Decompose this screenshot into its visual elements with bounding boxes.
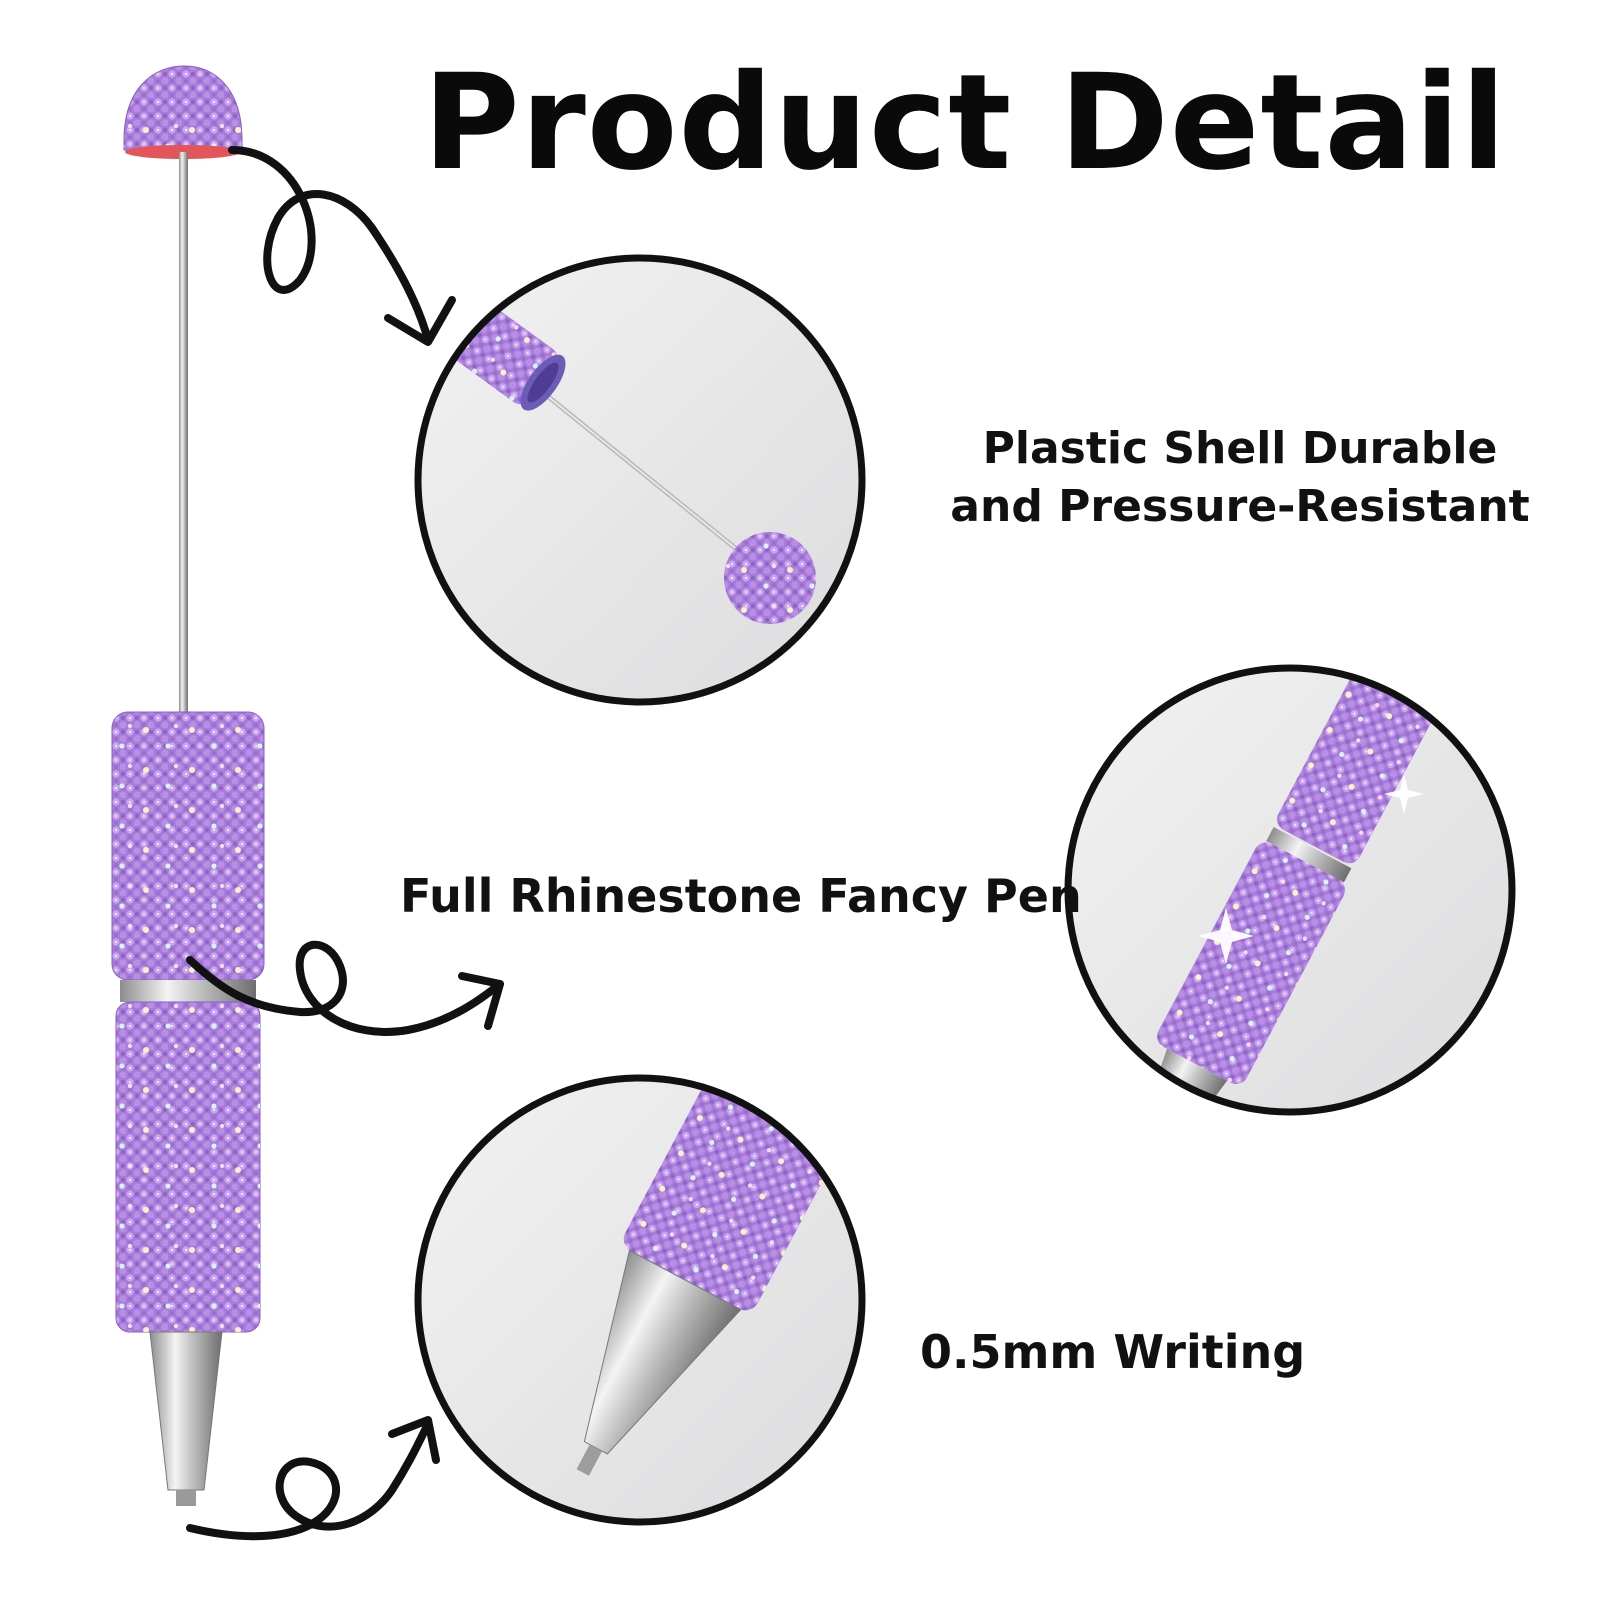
feature-rhinestone-text: Full Rhinestone Fancy Pen xyxy=(400,869,1082,923)
feature-shell-text: Plastic Shell Durable and Pressure-Resis… xyxy=(930,420,1550,536)
barrel-detail-circle xyxy=(1064,664,1516,1116)
page-title: Product Detail xyxy=(422,46,1508,200)
feature-writing-text: 0.5mm Writing xyxy=(920,1325,1306,1379)
cap-detail-circle xyxy=(414,254,866,706)
feature-shell-line2: and Pressure-Resistant xyxy=(950,481,1530,532)
feature-shell-line1: Plastic Shell Durable xyxy=(982,423,1498,474)
curly-arrow-icon xyxy=(186,940,504,1036)
full-pen-illustration xyxy=(111,65,265,1506)
curly-arrow-icon xyxy=(186,1416,440,1541)
curly-arrow-icon xyxy=(228,146,456,346)
tip-detail-circle xyxy=(414,1074,866,1526)
